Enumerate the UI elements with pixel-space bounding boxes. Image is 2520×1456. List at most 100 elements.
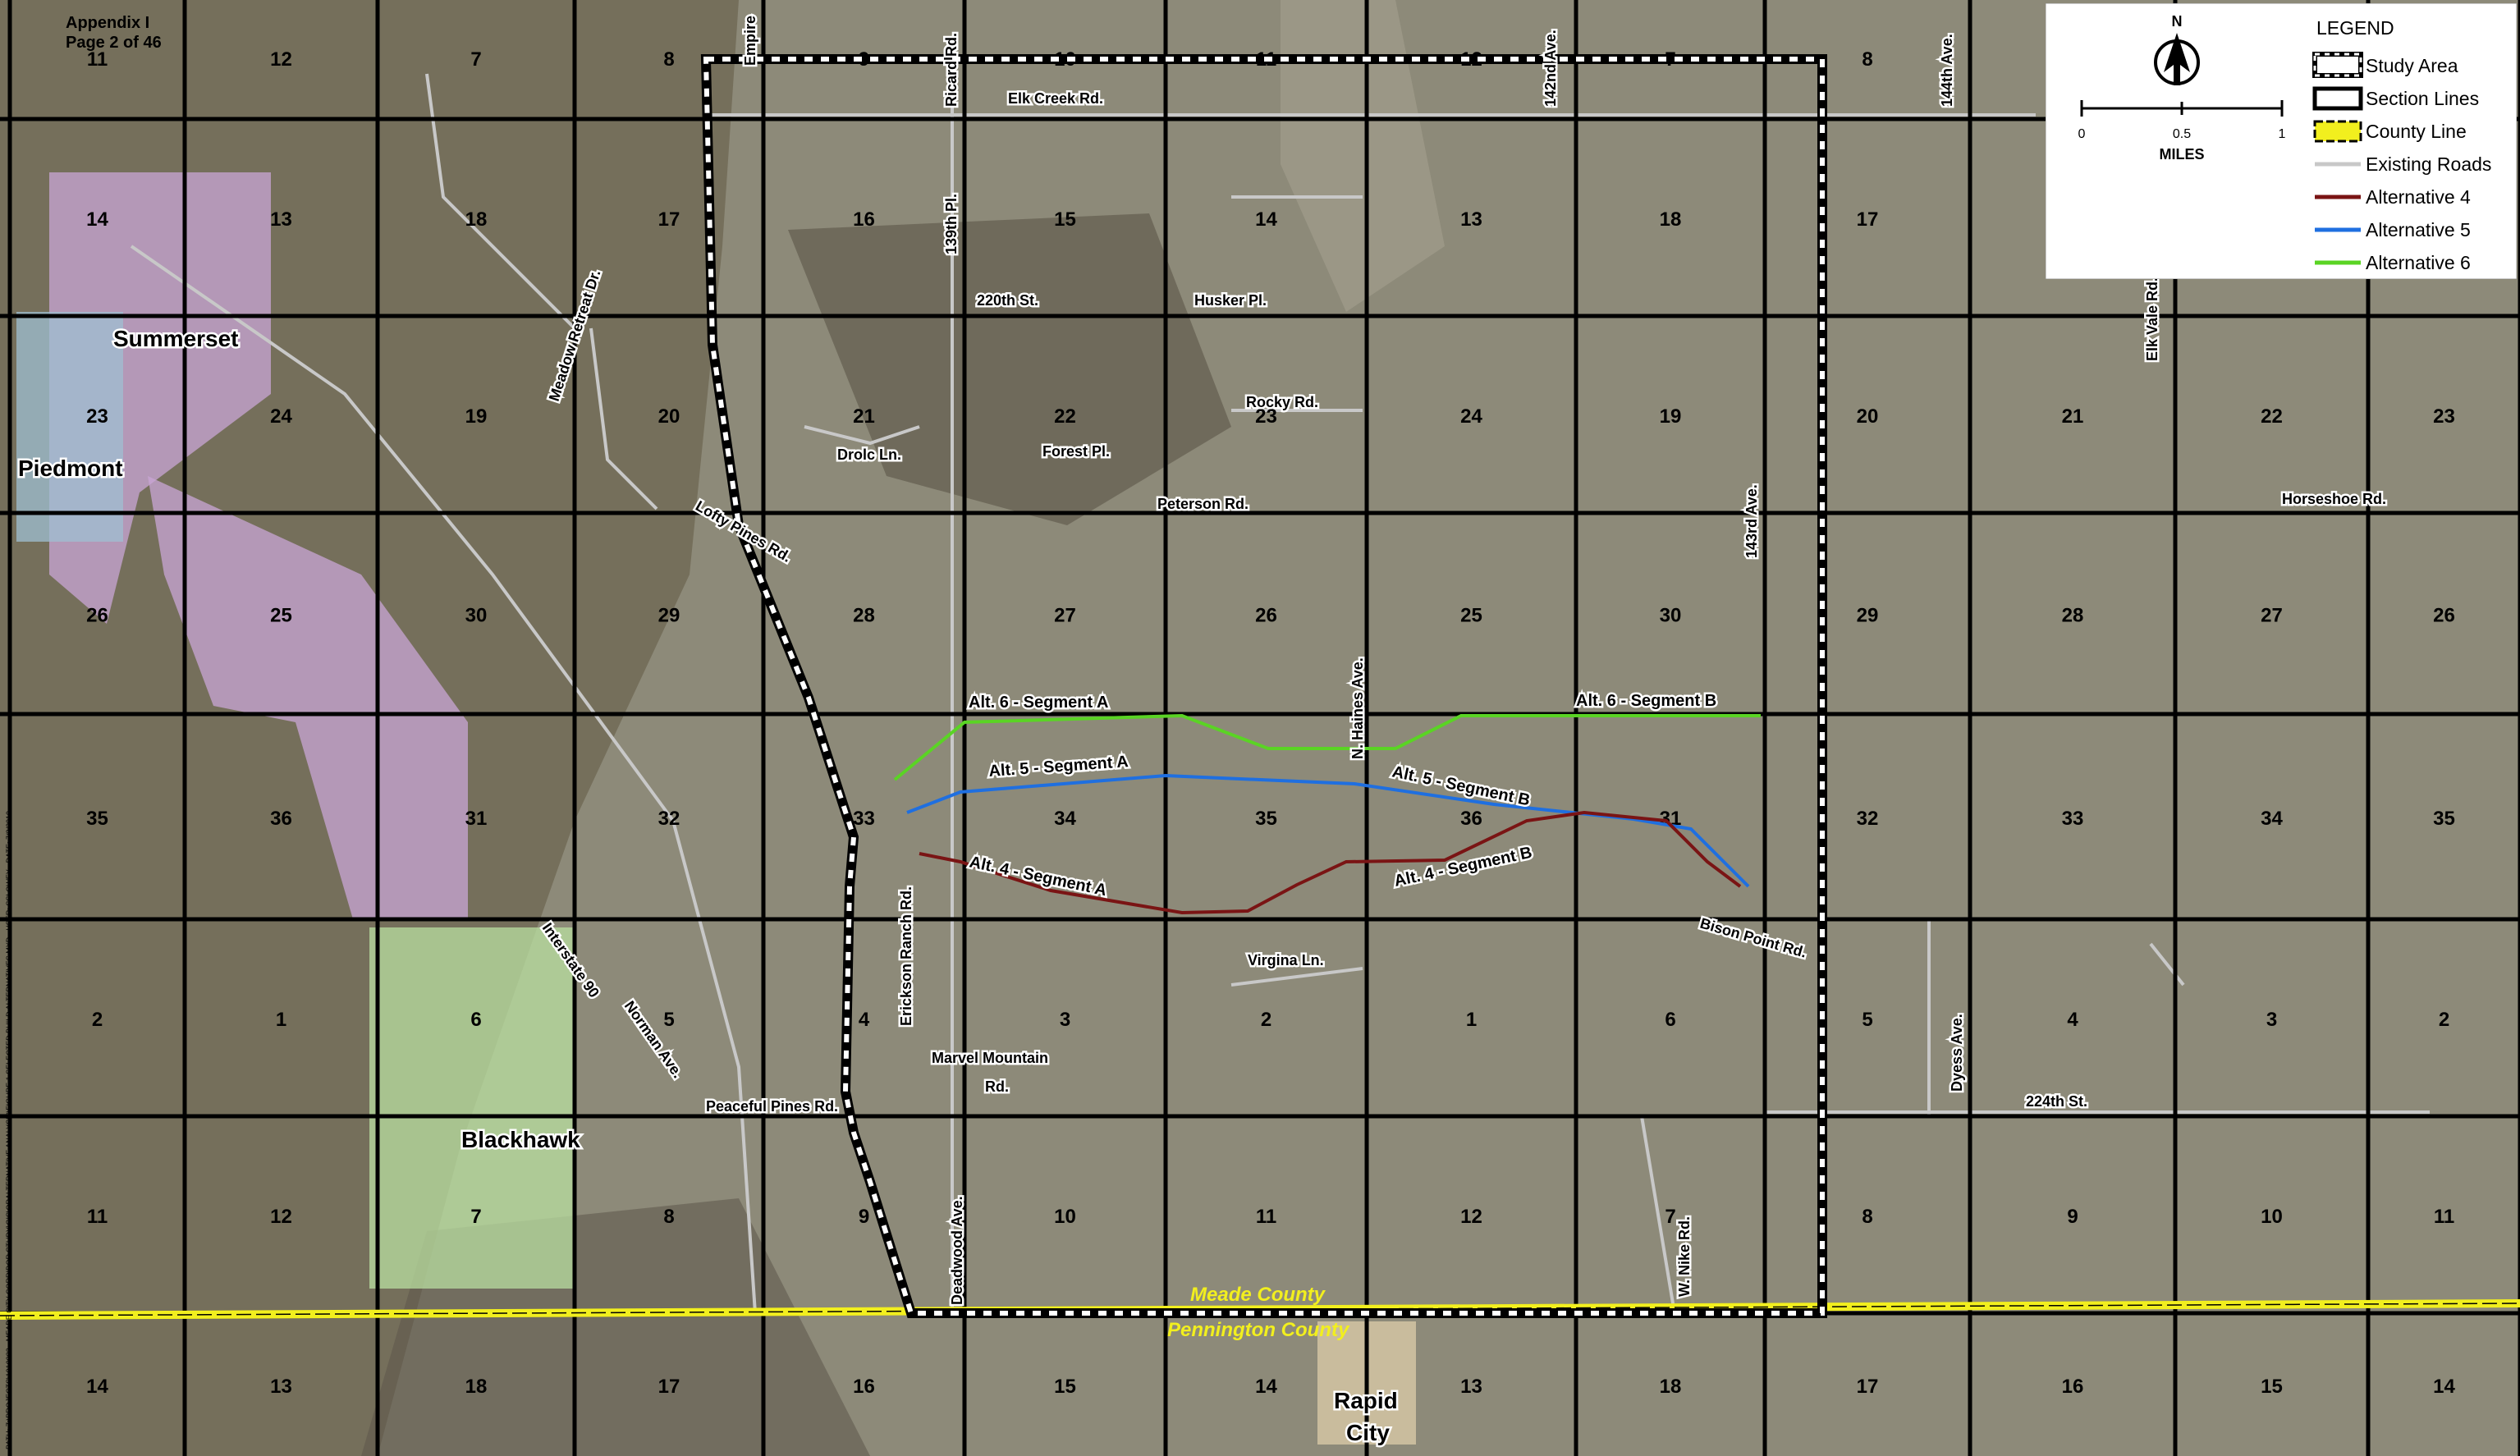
road-label: N. Haines Ave. — [1349, 657, 1366, 759]
existing-road — [1230, 967, 1363, 987]
road-label: Horseshoe Rd. — [2282, 491, 2386, 507]
county-label-pennington: Pennington County — [1167, 1319, 1350, 1341]
existing-road — [589, 327, 658, 511]
section-number: 15 — [1054, 208, 1076, 231]
study-area-dash — [703, 57, 1825, 1316]
place-city: City — [1346, 1420, 1390, 1445]
section-number: 7 — [470, 48, 481, 71]
section-number: 31 — [465, 808, 488, 830]
section-number: 17 — [1857, 208, 1879, 231]
road-label: W. Nike Rd. — [1676, 1216, 1693, 1297]
section-number: 25 — [1460, 605, 1482, 627]
county-label-meade: Meade County — [1190, 1284, 1326, 1306]
existing-road — [2149, 942, 2185, 987]
section-number: 20 — [658, 405, 680, 428]
section-number: 20 — [1857, 405, 1879, 428]
section-number: 19 — [1660, 405, 1682, 428]
section-number: 11 — [87, 48, 108, 71]
section-number: 7 — [470, 1206, 481, 1228]
road-label: 144th Ave. — [1939, 34, 1955, 107]
section-number: 8 — [1862, 1206, 1872, 1228]
section-number: 36 — [1460, 808, 1482, 830]
section-number: 25 — [270, 605, 292, 627]
section-number: 18 — [465, 1376, 488, 1398]
road-label: 142nd Ave. — [1542, 30, 1559, 107]
section-number: 3 — [1060, 1009, 1070, 1031]
county-line-dash — [0, 1303, 2520, 1316]
section-number: 24 — [270, 405, 292, 428]
section-number: 18 — [1660, 1376, 1682, 1398]
existing-road — [1640, 1115, 1676, 1314]
existing-road — [804, 425, 920, 446]
legend-item-alternative-4: Alternative 4 — [2366, 186, 2471, 208]
north-label: N — [2172, 13, 2183, 30]
section-number: 16 — [2062, 1376, 2084, 1398]
road-label: Dyess Ave. — [1949, 1014, 1965, 1092]
road-label: Peterson Rd. — [1157, 496, 1249, 512]
section-number: 21 — [853, 405, 875, 428]
commercial-corridor-zone — [148, 476, 468, 919]
section-number: 34 — [1054, 808, 1076, 830]
section-number: 14 — [1255, 208, 1277, 231]
section-number: 26 — [2433, 605, 2455, 627]
section-number: 23 — [1255, 405, 1277, 428]
section-number: 14 — [86, 208, 108, 231]
north-arrow-icon — [2154, 33, 2200, 85]
section-number: 1 — [276, 1009, 286, 1031]
section-number: 18 — [465, 208, 488, 231]
section-number: 17 — [1857, 1376, 1879, 1398]
section-number: 13 — [1460, 1376, 1482, 1398]
legend-item-existing-roads: Existing Roads — [2366, 153, 2491, 175]
section-number: 15 — [1054, 1376, 1076, 1398]
section-number: 35 — [86, 808, 108, 830]
section-numbers: 1112789101112781413181716151413181716152… — [86, 48, 2455, 1398]
section-number: 22 — [2261, 405, 2283, 428]
section-number: 17 — [658, 208, 680, 231]
section-number: 17 — [658, 1376, 680, 1398]
section-number: 13 — [270, 208, 292, 231]
section-number: 11 — [2434, 1206, 2454, 1228]
legend-item-section-lines: Section Lines — [2366, 88, 2479, 109]
section-number: 10 — [1054, 1206, 1076, 1228]
section-number: 23 — [86, 405, 108, 428]
section-line-swatch — [2312, 86, 2363, 111]
section-number: 19 — [465, 405, 488, 428]
alternative-5-route — [906, 773, 1750, 888]
section-number: 24 — [1460, 405, 1482, 428]
page-number: Page 2 of 46 — [66, 34, 162, 52]
place-rapid: Rapid — [1334, 1388, 1398, 1413]
road-label: Drolc Ln. — [837, 446, 901, 463]
road-label: Peaceful Pines Rd. — [706, 1098, 838, 1115]
alt6-segment-b-label: Alt. 6 - Segment B — [1576, 692, 1716, 710]
road-label: Marvel Mountain — [932, 1050, 1048, 1066]
section-number: 27 — [1054, 605, 1076, 627]
section-number: 12 — [1460, 1206, 1482, 1228]
section-number: 35 — [2433, 808, 2455, 830]
pale-drainage — [1281, 0, 1445, 312]
section-number: 22 — [1054, 405, 1076, 428]
section-number: 14 — [1255, 1376, 1277, 1398]
section-number: 32 — [658, 808, 680, 830]
legend-background — [2046, 3, 2517, 279]
study-area-swatch — [2312, 52, 2363, 78]
section-number: 23 — [2433, 405, 2455, 428]
alt6-segment-a-label: Alt. 6 - Segment A — [969, 694, 1108, 712]
section-number: 16 — [853, 208, 875, 231]
section-number: 6 — [470, 1009, 481, 1031]
section-number: 29 — [658, 605, 680, 627]
road-label: Deadwood Ave. — [949, 1196, 965, 1305]
road-label: Rd. — [985, 1078, 1009, 1095]
scale-bar — [2080, 100, 2284, 117]
section-number: 4 — [2067, 1009, 2078, 1031]
road-label: 220th St. — [977, 292, 1038, 309]
legend-item-alternative-5: Alternative 5 — [2366, 219, 2471, 240]
road-label: Elk Creek Rd. — [1008, 90, 1103, 107]
legend-item-study-area: Study Area — [2366, 55, 2458, 76]
section-number: 36 — [270, 808, 292, 830]
road-label: Ricard Rd. — [943, 33, 960, 107]
section-number: 11 — [87, 1206, 108, 1228]
road-label: 139th Pl. — [943, 194, 960, 254]
section-number: 16 — [853, 1376, 875, 1398]
section-number: 29 — [1857, 605, 1879, 627]
